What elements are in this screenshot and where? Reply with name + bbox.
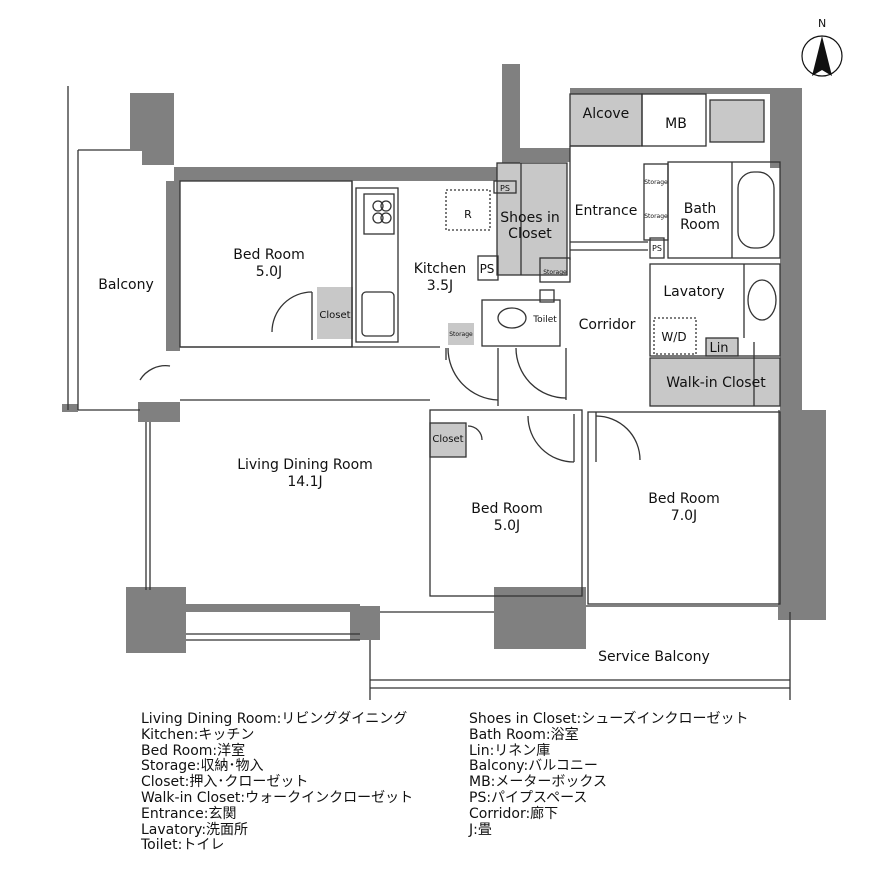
wall-north-shoes (518, 148, 570, 162)
wall-west-bed (166, 181, 180, 351)
legend-item: Corridor:廊下 (469, 805, 559, 822)
closet-nw-fill (317, 287, 353, 339)
storage-kitchen-fill (448, 323, 474, 345)
wall-column-s (494, 587, 586, 649)
closet-center-fill (430, 423, 466, 457)
storage-entrance-1: Storage (644, 179, 668, 186)
storage-entrance-2: Storage (644, 213, 668, 220)
legend-item: Balcony:バルコニー (469, 758, 598, 775)
wall-east-strip (780, 150, 802, 415)
living-dining-size: 14.1J (287, 474, 322, 490)
legend-item: J:畳 (469, 821, 492, 838)
bed-room-center-name: Bed Room (471, 501, 542, 517)
wall-sm-1 (62, 404, 78, 412)
corridor-label: Corridor (579, 317, 636, 333)
fridge-label: R (464, 208, 472, 221)
lin-label: Lin (709, 341, 728, 356)
closet-center-label: Closet (432, 434, 463, 445)
wall-sm-2 (138, 402, 180, 422)
wall-south-ldr (186, 604, 360, 612)
storage-mid: Storage (543, 269, 567, 276)
bed-room-east-size: 7.0J (671, 508, 697, 524)
walls (62, 64, 826, 653)
wall-north-bedroom (174, 167, 504, 181)
shaded-areas (317, 94, 780, 457)
legend-left: Living Dining Room:リビングダイニング Kitchen:キッチ… (141, 711, 414, 854)
balcony-label: Balcony (98, 277, 154, 293)
legend-item: Storage:収納･物入 (141, 758, 264, 775)
compass-letter: N (818, 17, 826, 30)
bath-room-line2: Room (680, 217, 720, 233)
wd-label: W/D (661, 330, 686, 344)
kitchen-name: Kitchen (414, 261, 467, 277)
entrance-label: Entrance (575, 203, 638, 219)
legend-item: MB:メーターボックス (469, 774, 607, 791)
legend-item: Entrance:玄関 (141, 805, 237, 822)
ps-top-label: PS (500, 184, 510, 193)
wall-north-alcove (570, 88, 802, 94)
legend-item: Walk-in Closet:ウォークインクローゼット (141, 789, 414, 806)
mb-fill (710, 100, 764, 142)
bed-room-nw-name: Bed Room (233, 247, 304, 263)
legend-item: Lin:リネン庫 (469, 742, 551, 759)
service-balcony-label: Service Balcony (598, 649, 710, 665)
compass-arrow-icon (812, 36, 832, 76)
legend-item: Living Dining Room:リビングダイニング (141, 711, 408, 727)
storage-kitchen: Storage (449, 331, 473, 338)
legend-item: Bed Room:洋室 (141, 742, 246, 759)
wall-column-sw (126, 587, 186, 653)
bath-room-line1: Bath (684, 201, 717, 217)
lavatory-label: Lavatory (663, 284, 724, 300)
wall-north-tall (502, 64, 520, 184)
bed-room-nw-size: 5.0J (256, 264, 282, 280)
legend-item: PS:パイプスペース (469, 789, 588, 806)
legend-right: Shoes in Closet:シューズインクローゼット Bath Room:浴… (469, 711, 749, 838)
legend-item: Bath Room:浴室 (469, 726, 579, 743)
wall-sm-3 (350, 606, 380, 640)
ps-kitchen-label: PS (480, 262, 495, 276)
legend-item: Toilet:トイレ (141, 837, 225, 854)
legend-item: Closet:押入･クローゼット (141, 774, 309, 791)
wall-west-vert (142, 151, 174, 165)
walk-in-closet-label: Walk-in Closet (666, 375, 766, 391)
wall-east-tab (802, 585, 826, 620)
ps-bath-label: PS (652, 244, 662, 253)
walk-in-fill (650, 358, 780, 406)
interior-lines (67, 86, 791, 700)
lin-fill (706, 338, 738, 356)
bed-room-center-size: 5.0J (494, 518, 520, 534)
living-dining-name: Living Dining Room (237, 457, 373, 473)
legend-item: Lavatory:洗面所 (141, 821, 249, 838)
alcove-fill (570, 94, 642, 146)
room-labels: Balcony Bed Room 5.0J Closet Kitchen 3.5… (98, 106, 766, 665)
legend-item: Shoes in Closet:シューズインクローゼット (469, 711, 749, 727)
alcove-label: Alcove (583, 106, 630, 122)
shoes-closet-line2: Closet (508, 226, 552, 242)
north-compass: N (801, 17, 843, 77)
shoes-closet-line1: Shoes in (500, 210, 559, 226)
wall-column-nw (130, 93, 174, 151)
mb-label: MB (665, 116, 687, 132)
legend-item: Kitchen:キッチン (141, 726, 255, 743)
bed-room-east-name: Bed Room (648, 491, 719, 507)
closet-nw-label: Closet (319, 310, 350, 321)
kitchen-size: 3.5J (427, 278, 453, 294)
toilet-label: Toilet (532, 315, 557, 325)
shoes-closet-fill (497, 163, 567, 275)
